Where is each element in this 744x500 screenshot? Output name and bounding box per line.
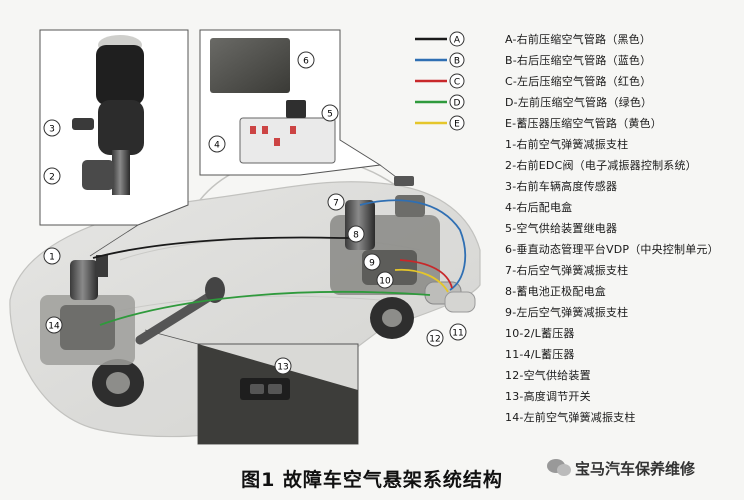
line-d-green: [99, 290, 431, 326]
front-wheel: [92, 359, 144, 407]
callout-marker-8: [347, 225, 365, 243]
callout-marker-5: [321, 104, 339, 122]
pipe-legend-item: C-左后压缩空气管路（红色）: [505, 75, 652, 88]
callout-number: 10: [379, 277, 391, 287]
callout-marker-11: [449, 323, 467, 341]
callout-number: 9: [369, 259, 375, 269]
callout-number: 5: [327, 110, 333, 120]
pipe-legend: A B C D E: [415, 31, 465, 131]
component-legend-item: 12-空气供给装置: [505, 369, 591, 382]
callout-number: 1: [49, 253, 55, 263]
callout-marker-9: [363, 253, 381, 271]
legend-marker-letter: A: [454, 36, 461, 46]
callout-marker-7: [327, 193, 345, 211]
pipe-legend-item: D-左前压缩空气管路（绿色）: [505, 96, 653, 109]
component-legend-item: 13-高度调节开关: [505, 390, 591, 403]
callout-number: 4: [214, 141, 220, 151]
legend-marker-e: [449, 115, 465, 131]
figure-caption: 图1 故障车空气悬架系统结构: [241, 469, 503, 491]
inset-ecu-panel: [199, 29, 414, 186]
pipe-legend-item: A-右前压缩空气管路（黑色）: [505, 33, 652, 46]
line-a-black: [92, 236, 360, 259]
component-legend-item: 8-蓄电池正极配电盒: [505, 285, 606, 298]
callout-number: 6: [303, 57, 309, 67]
driveshaft: [135, 277, 225, 345]
legend-marker-a: [449, 31, 465, 47]
callout-marker-1: [43, 247, 61, 265]
component-legend-item: 6-垂直动态管理平台VDP（中央控制单元）: [505, 243, 719, 256]
callout-marker-14: [45, 316, 63, 334]
callout-marker-2: [43, 167, 61, 185]
component-legend-item: 2-右前EDC阀（电子减振器控制系统）: [505, 159, 697, 172]
callout-number: 2: [49, 173, 55, 183]
callout-number: 3: [49, 125, 55, 135]
callout-marker-4: [208, 135, 226, 153]
component-legend-item: 14-左前空气弹簧减振支柱: [505, 411, 636, 424]
wechat-icon: [547, 459, 571, 476]
pipe-legend-item: B-右后压缩空气管路（蓝色）: [505, 54, 652, 67]
component-legend-item: 3-右前车辆高度传感器: [505, 180, 618, 193]
rear-wheel: [370, 297, 414, 339]
component-legend-item: 7-右后空气弹簧减振支柱: [505, 264, 629, 277]
callout-number: 7: [333, 199, 339, 209]
legend-marker-letter: C: [454, 78, 460, 88]
callout-marker-12: [426, 329, 444, 347]
legend-marker-letter: E: [454, 120, 460, 130]
inset-strut-panel: [39, 29, 189, 257]
callout-marker-3: [43, 119, 61, 137]
legend-marker-b: [449, 52, 465, 68]
legend-marker-letter: B: [454, 57, 460, 67]
callout-marker-13: [274, 357, 292, 375]
line-e-yellow: [394, 268, 449, 293]
callout-number: 13: [277, 363, 288, 373]
legend-marker-c: [449, 73, 465, 89]
callout-number: 14: [48, 322, 60, 332]
air-lines: [92, 199, 467, 326]
component-legend-item: 11-4/L蓄压器: [505, 348, 575, 361]
callout-number: 8: [353, 231, 359, 241]
component-legend-item: 10-2/L蓄压器: [505, 327, 575, 340]
component-legend-item: 9-左后空气弹簧减振支柱: [505, 306, 629, 319]
legend-marker-d: [449, 94, 465, 110]
line-b-blue: [359, 199, 467, 291]
pipe-legend-item: E-蓄压器压缩空气管路（黄色）: [505, 117, 662, 130]
legend-marker-letter: D: [454, 99, 461, 109]
callout-number: 12: [429, 335, 440, 345]
component-legend-item: 4-右后配电盒: [505, 201, 573, 214]
callout-marker-6: [297, 51, 315, 69]
callout-number: 11: [452, 329, 463, 339]
front-axle-assembly: [40, 255, 135, 365]
callout-marker-10: [376, 271, 394, 289]
component-legend-item: 1-右前空气弹簧减振支柱: [505, 138, 629, 151]
line-c-red: [399, 259, 453, 289]
component-legend-item: 5-空气供给装置继电器: [505, 222, 618, 235]
watermark-text: 宝马汽车保养维修: [575, 460, 696, 478]
